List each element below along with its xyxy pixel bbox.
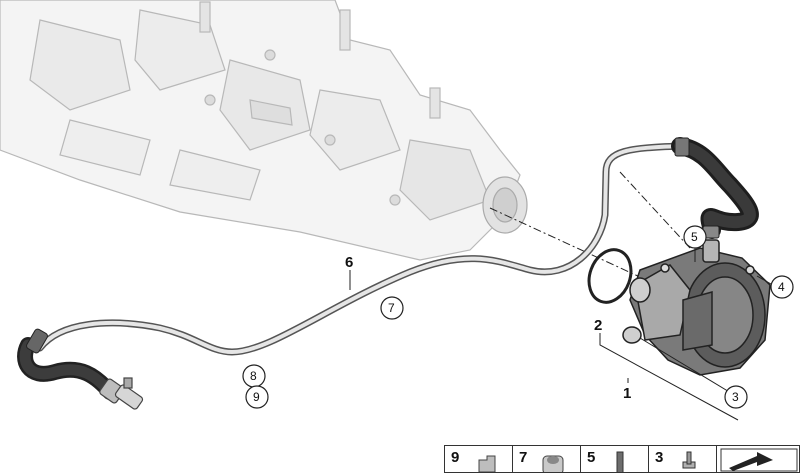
callout-7: 7 [388, 301, 395, 315]
callout-4: 4 [778, 280, 785, 294]
screw-icon [682, 451, 696, 469]
legend-item-arrow[interactable] [716, 445, 800, 473]
legend-number: 5 [587, 449, 596, 466]
vacuum-line [36, 142, 684, 356]
left-hose [17, 328, 144, 410]
legend-number: 9 [451, 449, 460, 466]
upper-hose [671, 137, 759, 239]
callout-9-circle [245, 385, 269, 409]
callout-7-circle [380, 296, 404, 320]
legend-item-5[interactable]: 5 [580, 445, 648, 473]
o-ring [587, 248, 633, 304]
intake-manifold [0, 0, 528, 261]
callout-1: 1 [623, 385, 631, 402]
arrow-navigation-icon [720, 448, 798, 472]
legend-number: 7 [519, 449, 528, 466]
vacuum-pump [622, 239, 771, 376]
callout-4-circle [770, 275, 794, 299]
callout-5-circle [683, 225, 707, 249]
callout-6: 6 [345, 254, 353, 271]
legend-item-7[interactable]: 7 [512, 445, 580, 473]
leader-lines [349, 247, 772, 421]
callouts: 1 2 6 3 4 5 7 8 9 [242, 225, 794, 409]
quick-connector [99, 377, 144, 410]
callout-9: 9 [253, 390, 260, 404]
callout-5: 5 [691, 230, 698, 244]
legend-item-3[interactable]: 3 [648, 445, 716, 473]
legend-item-9[interactable]: 9 [444, 445, 512, 473]
parts-legend: 9 7 5 3 [444, 445, 800, 473]
callout-8: 8 [250, 369, 257, 383]
callout-2: 2 [594, 317, 602, 334]
callout-3: 3 [732, 390, 739, 404]
legend-number: 3 [655, 449, 664, 466]
grommet-icon [542, 455, 564, 472]
stud-bolt-icon [616, 451, 624, 472]
callout-3-circle [724, 385, 748, 409]
clip-icon [478, 455, 496, 472]
